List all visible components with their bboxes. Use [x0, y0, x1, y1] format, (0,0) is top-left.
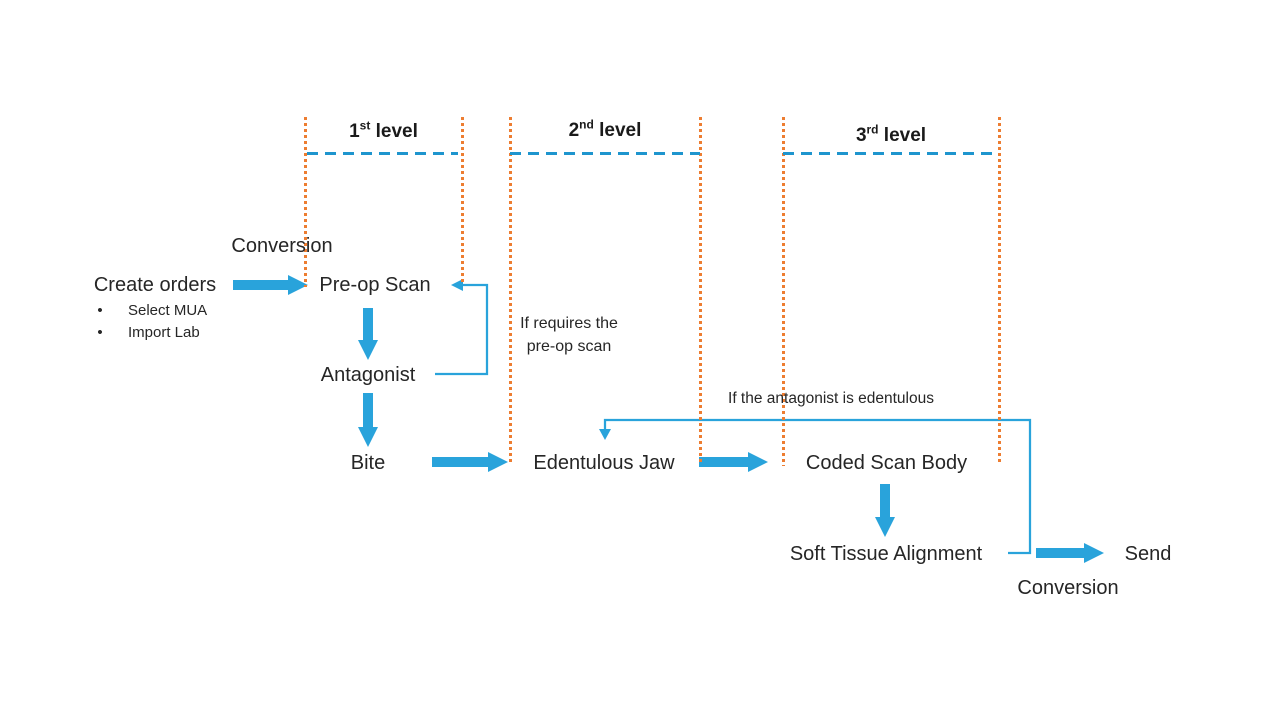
- level2-suffix: level: [593, 120, 642, 141]
- send-step: Send: [1124, 543, 1172, 565]
- level1-suffix: level: [370, 121, 418, 142]
- bullet-dot-icon: •: [97, 324, 103, 341]
- bullet-label-select-mua: Select MUA: [128, 302, 208, 319]
- level2-left-boundary-line: [509, 117, 512, 463]
- level1-right-boundary-line: [461, 117, 464, 283]
- soft-tissue-alignment-step: Soft Tissue Alignment: [789, 543, 983, 565]
- edentulous-jaw-step: Edentulous Jaw: [533, 452, 675, 474]
- level3-right-boundary-line: [998, 117, 1001, 462]
- level3-dashed-underline: [783, 152, 999, 155]
- level2-dashed-underline: [510, 152, 700, 155]
- bullet-item-select-mua: • Select MUA: [95, 300, 207, 322]
- level2-header: 2nd level: [510, 119, 700, 143]
- level2-ordinal: nd: [579, 117, 594, 132]
- level1-left-boundary-line: [304, 117, 307, 287]
- level3-left-boundary-line: [782, 117, 785, 466]
- arrow-soft-tissue-to-send: [1036, 543, 1104, 563]
- preop-scan-step: Pre-op Scan: [319, 274, 431, 296]
- arrow-bite-to-edentulous-jaw: [432, 452, 508, 472]
- create-orders-step: Create orders: [93, 274, 217, 296]
- connector-soft-tissue-to-edentulous-jaw: [599, 418, 1032, 555]
- send-conversion-label: Conversion: [1017, 577, 1119, 599]
- level1-number: 1: [349, 121, 360, 142]
- level2-number: 2: [568, 120, 580, 141]
- coded-scan-body-step: Coded Scan Body: [805, 452, 968, 474]
- arrow-preop-scan-to-antagonist: [358, 308, 378, 360]
- conversion-top-label: Conversion: [231, 235, 333, 257]
- arrow-edentulous-jaw-to-coded-scan-body: [699, 452, 768, 472]
- bullet-dot-icon: •: [97, 302, 103, 319]
- bite-step: Bite: [350, 452, 386, 474]
- level2-right-boundary-line: [699, 117, 702, 463]
- bullet-label-import-lab: Import Lab: [128, 324, 200, 341]
- bullet-item-import-lab: • Import Lab: [95, 322, 207, 344]
- level3-header: 3rd level: [783, 124, 999, 148]
- create-orders-bullet-list: • Select MUA • Import Lab: [95, 300, 207, 344]
- level1-dashed-underline: [307, 152, 458, 155]
- antagonist-step: Antagonist: [320, 364, 416, 386]
- level1-header: 1st level: [305, 120, 462, 144]
- edentulous-condition-annotation: If the antagonist is edentulous: [728, 390, 934, 407]
- level1-ordinal: st: [359, 118, 371, 133]
- level3-suffix: level: [878, 125, 927, 146]
- preop-condition-line2: pre-op scan: [526, 338, 612, 355]
- arrow-create-orders-to-preop-scan: [233, 275, 308, 295]
- arrow-antagonist-to-bite: [358, 393, 378, 447]
- level3-ordinal: rd: [866, 122, 879, 137]
- preop-condition-annotation: If requires the pre-op scan: [505, 312, 633, 358]
- level3-number: 3: [855, 125, 867, 146]
- preop-condition-line1: If requires the: [520, 315, 618, 332]
- arrow-coded-scan-body-to-soft-tissue: [875, 484, 895, 537]
